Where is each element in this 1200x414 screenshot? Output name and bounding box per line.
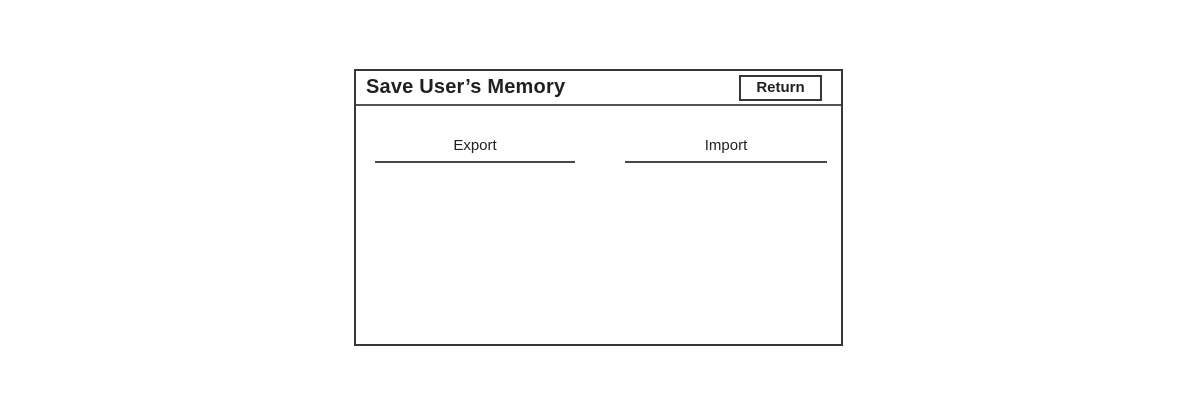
- dialog-body: Export Import: [356, 106, 841, 344]
- export-option[interactable]: Export: [375, 137, 575, 163]
- save-users-memory-dialog: Save User’s Memory Return Export Import: [354, 69, 843, 346]
- import-option[interactable]: Import: [625, 137, 827, 163]
- return-button[interactable]: Return: [739, 74, 822, 101]
- title-bar: Save User’s Memory Return: [356, 71, 841, 106]
- page-title: Save User’s Memory: [366, 76, 566, 98]
